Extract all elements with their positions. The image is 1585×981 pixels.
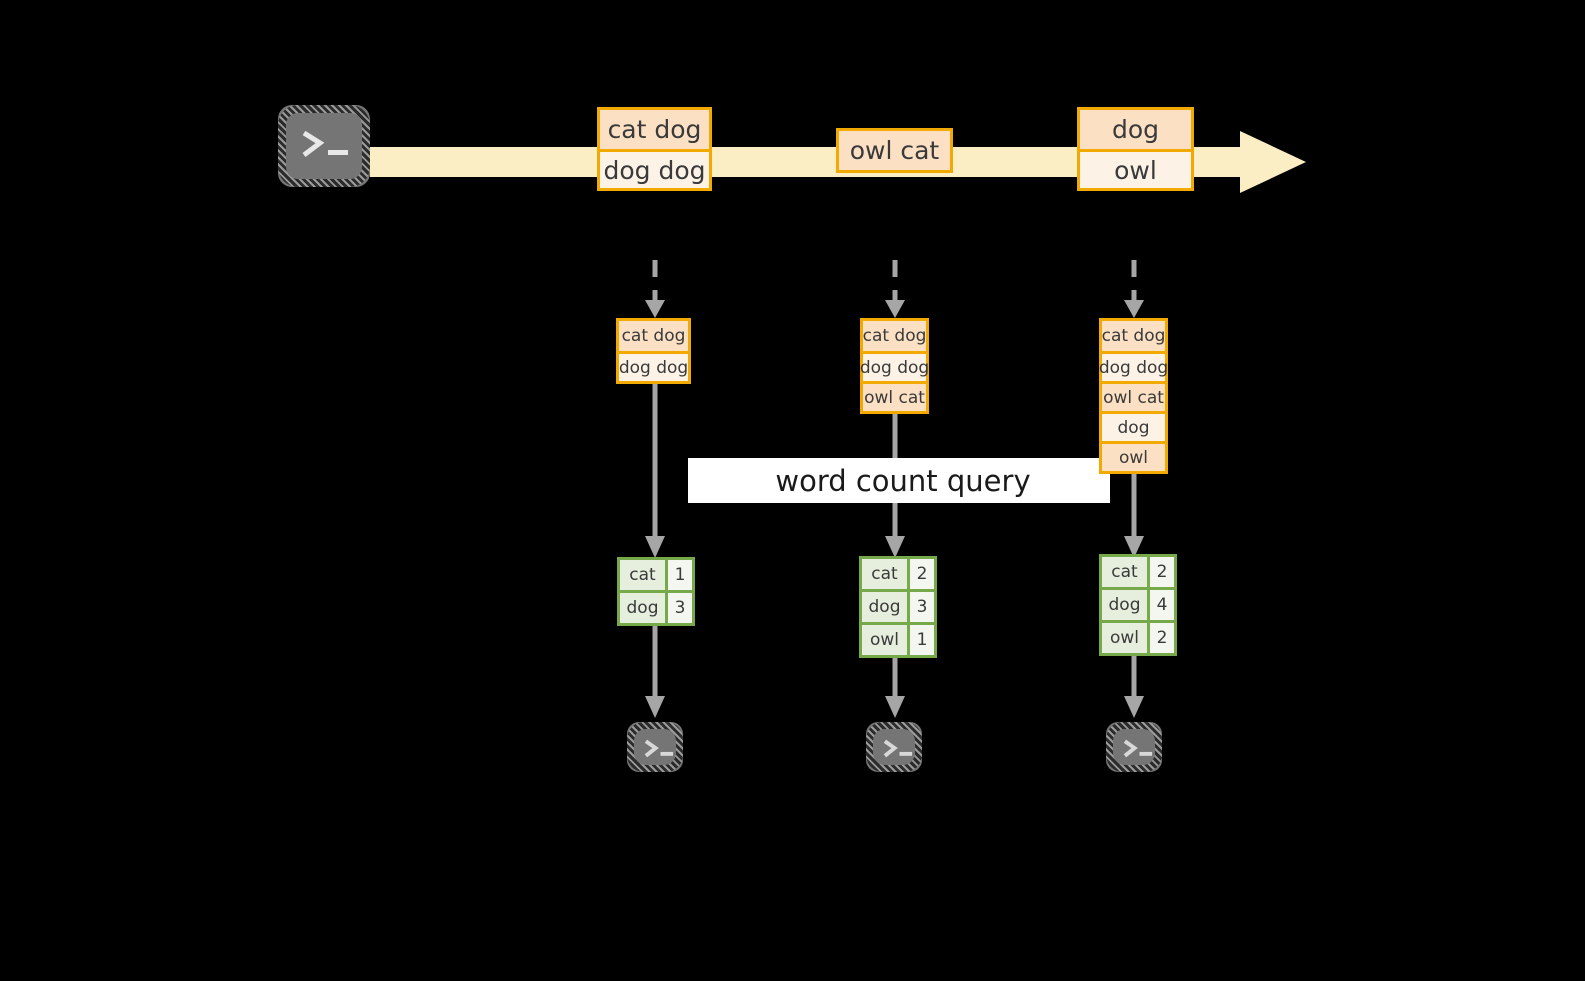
table-row: dog dog <box>619 351 688 381</box>
table-row: dog dog <box>1099 351 1168 381</box>
arrow-to-sink-2 <box>885 652 905 720</box>
arrow-to-sink-1 <box>645 622 665 720</box>
count-cell: 2 <box>907 559 934 589</box>
table-row: cat dog <box>863 321 926 351</box>
terminal-prompt-glyph <box>873 729 915 765</box>
count-cell: 2 <box>1147 557 1174 587</box>
table-row: cat dog <box>619 321 688 351</box>
stream-batch-1: cat dog dog dog <box>597 107 712 191</box>
count-cell: 1 <box>665 560 692 590</box>
terminal-prompt-glyph <box>286 113 362 179</box>
accumulated-lines-table-1: cat dog dog dog <box>616 318 691 384</box>
table-row: dog 3 <box>862 589 934 622</box>
arrow-query-1 <box>645 378 665 560</box>
arrow-to-sink-3 <box>1124 650 1144 720</box>
table-row: owl 2 <box>1102 620 1174 653</box>
table-row: owl <box>1102 441 1165 471</box>
sink-terminal-icon-3 <box>1106 722 1162 772</box>
word-cell: owl <box>1102 623 1147 653</box>
table-row: owl cat <box>1102 381 1165 411</box>
table-row: cat dog <box>1102 321 1165 351</box>
accumulated-lines-table-2: cat dog dog dog owl cat <box>860 318 929 414</box>
sink-terminal-icon-1 <box>627 722 683 772</box>
table-row: owl cat <box>863 381 926 411</box>
accumulated-lines-table-3: cat dog dog dog owl cat dog owl <box>1099 318 1168 474</box>
table-row: dog 4 <box>1102 587 1174 620</box>
word-cell: cat <box>862 559 907 589</box>
word-cell: owl <box>862 625 907 655</box>
count-cell: 2 <box>1147 623 1174 653</box>
query-banner-label: word count query <box>775 463 1031 498</box>
stream-line: cat dog <box>600 110 709 149</box>
stream-line: owl cat <box>839 131 950 170</box>
source-terminal-icon <box>278 105 370 187</box>
word-cell: cat <box>1102 557 1147 587</box>
sink-terminal-icon-2 <box>866 722 922 772</box>
stream-batch-2: owl cat <box>836 128 953 173</box>
table-row: dog <box>1102 411 1165 441</box>
terminal-prompt-glyph <box>1113 729 1155 765</box>
word-cell: dog <box>862 592 907 622</box>
table-row: dog dog <box>860 351 929 381</box>
arrow-query-3 <box>1124 468 1144 560</box>
table-row: dog 3 <box>620 590 692 623</box>
table-row: owl 1 <box>862 622 934 655</box>
word-cell: cat <box>620 560 665 590</box>
query-banner: word count query <box>688 458 1110 503</box>
table-row: cat 1 <box>620 560 692 590</box>
word-count-table-3: cat 2 dog 4 owl 2 <box>1099 554 1177 656</box>
count-cell: 3 <box>907 592 934 622</box>
word-count-table-2: cat 2 dog 3 owl 1 <box>859 556 937 658</box>
word-cell: dog <box>620 593 665 623</box>
count-cell: 4 <box>1147 590 1174 620</box>
word-cell: dog <box>1102 590 1147 620</box>
dashed-arrow-to-input-table-1 <box>644 260 666 320</box>
count-cell: 1 <box>907 625 934 655</box>
dashed-arrow-to-input-table-2 <box>884 260 906 320</box>
stream-line: dog <box>1080 110 1191 149</box>
stream-line: owl <box>1080 149 1191 188</box>
table-row: cat 2 <box>862 559 934 589</box>
stream-batch-3: dog owl <box>1077 107 1194 191</box>
count-cell: 3 <box>665 593 692 623</box>
terminal-prompt-glyph <box>634 729 676 765</box>
word-count-table-1: cat 1 dog 3 <box>617 557 695 626</box>
terminal-body <box>286 113 362 179</box>
dashed-arrow-to-input-table-3 <box>1123 260 1145 320</box>
stream-line: dog dog <box>600 149 709 188</box>
table-row: cat 2 <box>1102 557 1174 587</box>
